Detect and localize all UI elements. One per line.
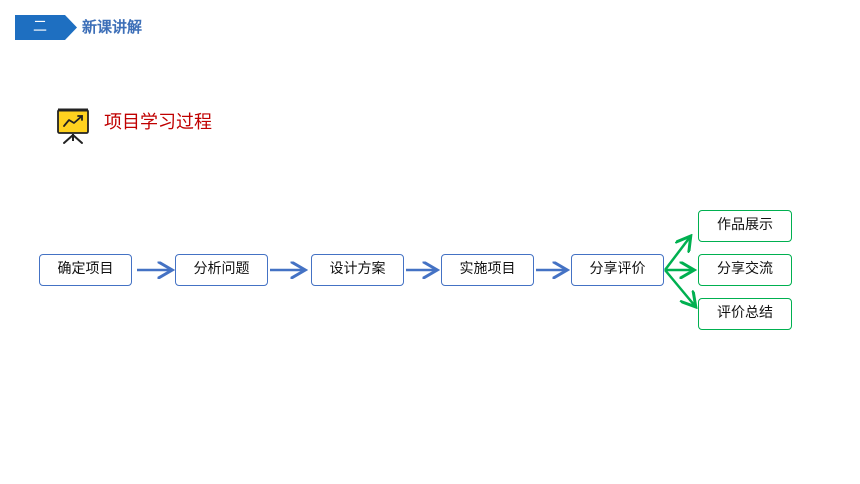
step-design-plan: 设计方案 (311, 254, 404, 286)
outcome-work-display: 作品展示 (698, 210, 792, 242)
branch-arrow (664, 269, 695, 306)
outcome-share-exchange: 分享交流 (698, 254, 792, 286)
step-implement-project: 实施项目 (441, 254, 534, 286)
presentation-chart-icon (57, 108, 89, 144)
step-analyze-problem: 分析问题 (175, 254, 268, 286)
section-number: 二 (33, 19, 47, 35)
branch-arrow (664, 237, 690, 271)
outcome-evaluation-summary: 评价总结 (698, 298, 792, 330)
section-badge-shape (15, 15, 77, 40)
section-badge: 二 (15, 15, 79, 40)
step-define-project: 确定项目 (39, 254, 132, 286)
page-heading: 项目学习过程 (104, 112, 212, 133)
section-title: 新课讲解 (82, 18, 143, 36)
step-share-evaluate: 分享评价 (571, 254, 664, 286)
